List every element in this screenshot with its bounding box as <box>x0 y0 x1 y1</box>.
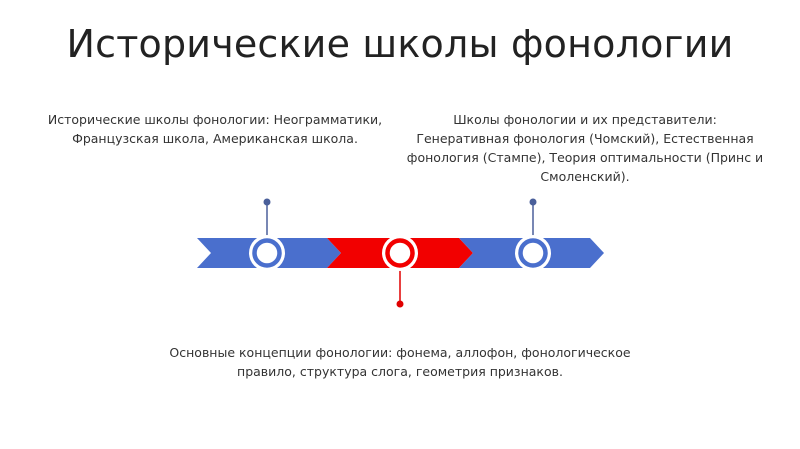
pin-head-bottom <box>396 300 404 308</box>
timeline-marker-2 <box>382 235 418 271</box>
timeline-text-right: Школы фонологии и их представители: Гене… <box>406 112 764 184</box>
pin-head-left <box>263 198 271 206</box>
timeline-text-bottom: Основные концепции фонологии: фонема, ал… <box>169 345 631 379</box>
timeline-marker-1 <box>249 235 285 271</box>
timeline-marker-3 <box>515 235 551 271</box>
pin-head-right <box>529 198 537 206</box>
timeline-text-left: Исторические школы фонологии: Неограммат… <box>47 112 383 146</box>
slide-title: Исторические школы фонологии <box>66 22 734 66</box>
